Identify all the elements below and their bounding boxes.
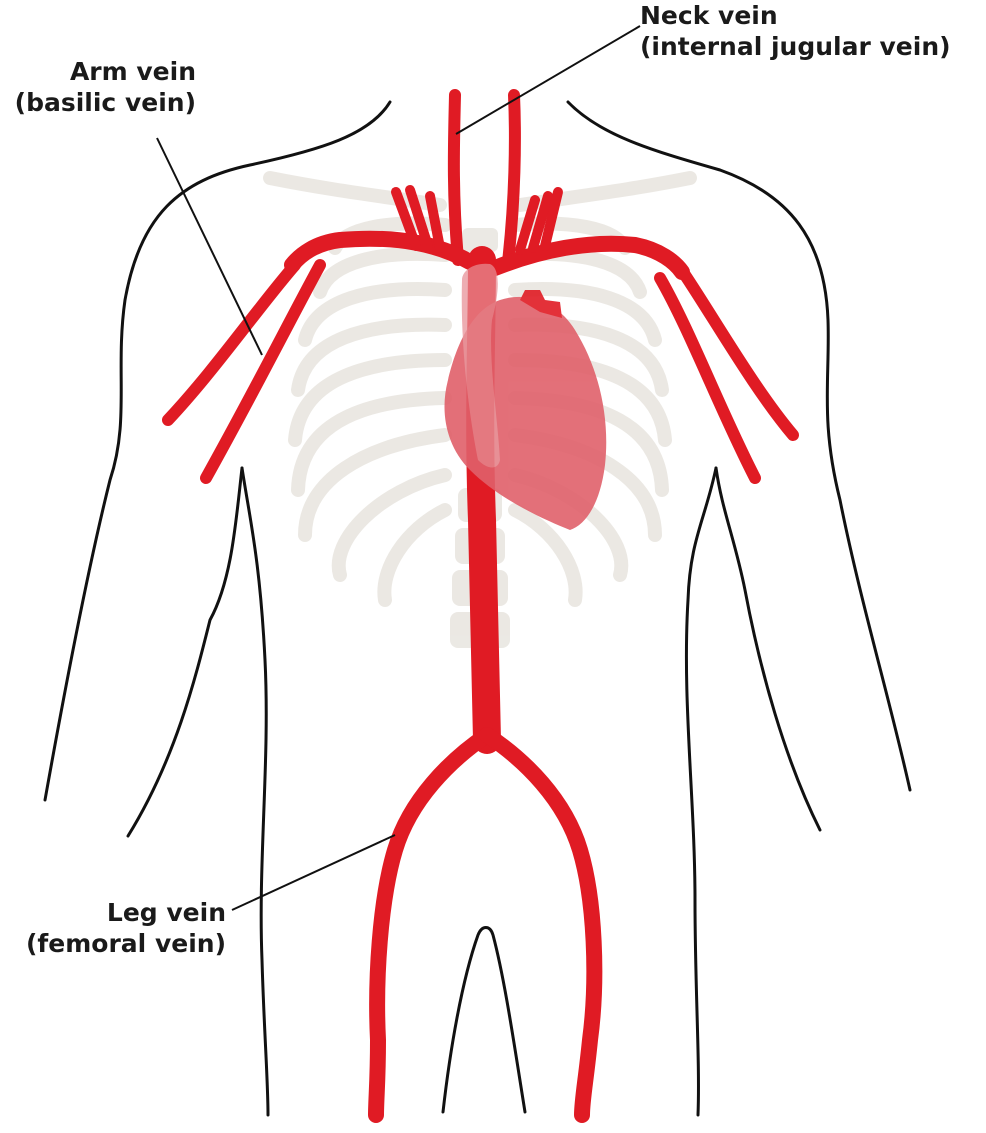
neck-vein-label: Neck vein (internal jugular vein) xyxy=(640,0,951,62)
rib-left-9 xyxy=(384,510,445,600)
left-femoral-vein xyxy=(376,735,487,1115)
neck-vein-leader xyxy=(456,26,640,134)
right-jugular-vein xyxy=(508,95,515,262)
neck-vein-detail: (internal jugular vein) xyxy=(640,31,951,62)
leg-vein-detail: (femoral vein) xyxy=(4,928,226,959)
leg-vein-name: Leg vein xyxy=(4,897,226,928)
inner-leg-outline xyxy=(443,928,525,1113)
arm-vein-detail: (basilic vein) xyxy=(6,87,196,118)
arm-vein-label: Arm vein (basilic vein) xyxy=(6,56,196,118)
left-jugular-vein xyxy=(454,95,458,260)
right-torso-outline xyxy=(686,468,716,1115)
leg-vein-leader xyxy=(232,835,395,910)
right-femoral-vein xyxy=(487,735,594,1115)
arm-vein-name: Arm vein xyxy=(6,56,196,87)
right-inner-arm-outline xyxy=(716,468,820,830)
leg-vein-label: Leg vein (femoral vein) xyxy=(4,897,226,959)
arm-vein-leader xyxy=(157,138,262,355)
left-inner-arm-outline xyxy=(128,468,242,836)
left-torso-outline xyxy=(242,468,268,1115)
neck-vein-name: Neck vein xyxy=(640,0,951,31)
